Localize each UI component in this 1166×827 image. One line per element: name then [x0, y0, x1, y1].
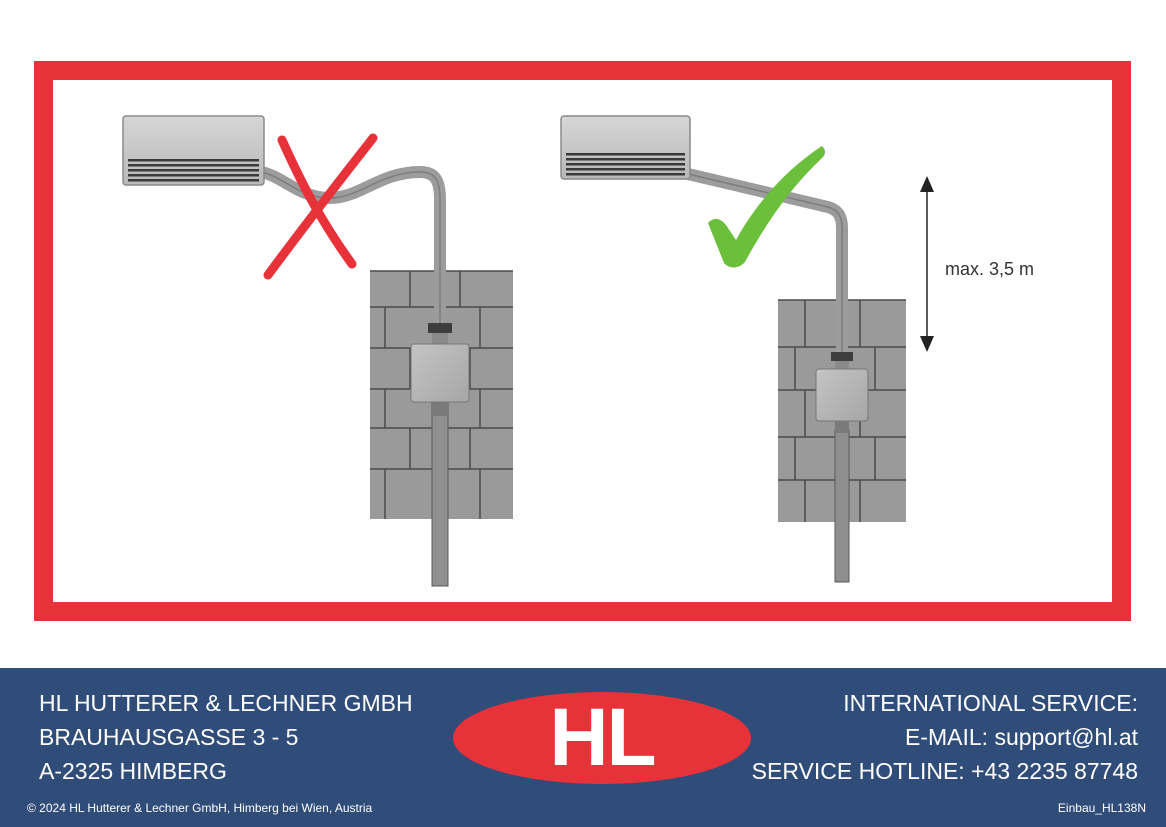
service-hotline: SERVICE HOTLINE: +43 2235 87748	[751, 758, 1138, 784]
hl-logo: HL	[453, 692, 751, 784]
company-address: HL HUTTERER & LECHNER GMBH BRAUHAUSGASSE…	[39, 686, 413, 788]
document-id: Einbau_HL138N	[1057, 801, 1146, 815]
correct-installation: max. 3,5 m	[560, 115, 1034, 583]
logo-text: HL	[549, 692, 656, 783]
service-email: E-MAIL: support@hl.at	[905, 724, 1138, 750]
red-frame	[34, 61, 1131, 621]
service-contact: INTERNATIONAL SERVICE: E-MAIL: support@h…	[752, 686, 1138, 788]
ac-unit-left	[122, 115, 265, 186]
ac-unit-right	[560, 115, 691, 180]
service-title: INTERNATIONAL SERVICE:	[843, 690, 1138, 716]
checkmark-icon	[708, 146, 825, 268]
cross-icon	[263, 133, 378, 280]
siphon-box-left	[410, 343, 470, 403]
height-label: max. 3,5 m	[945, 259, 1034, 279]
height-arrow	[920, 176, 934, 352]
wrong-installation	[122, 115, 513, 587]
company-name: HL HUTTERER & LECHNER GMBH	[39, 690, 413, 716]
footer: HL HUTTERER & LECHNER GMBH BRAUHAUSGASSE…	[0, 668, 1166, 827]
street-address: BRAUHAUSGASSE 3 - 5	[39, 724, 299, 750]
copyright: © 2024 HL Hutterer & Lechner GmbH, Himbe…	[27, 801, 373, 815]
installation-diagram: max. 3,5 m	[34, 61, 1131, 621]
siphon-box-right	[815, 368, 869, 422]
city-address: A-2325 HIMBERG	[39, 758, 227, 784]
